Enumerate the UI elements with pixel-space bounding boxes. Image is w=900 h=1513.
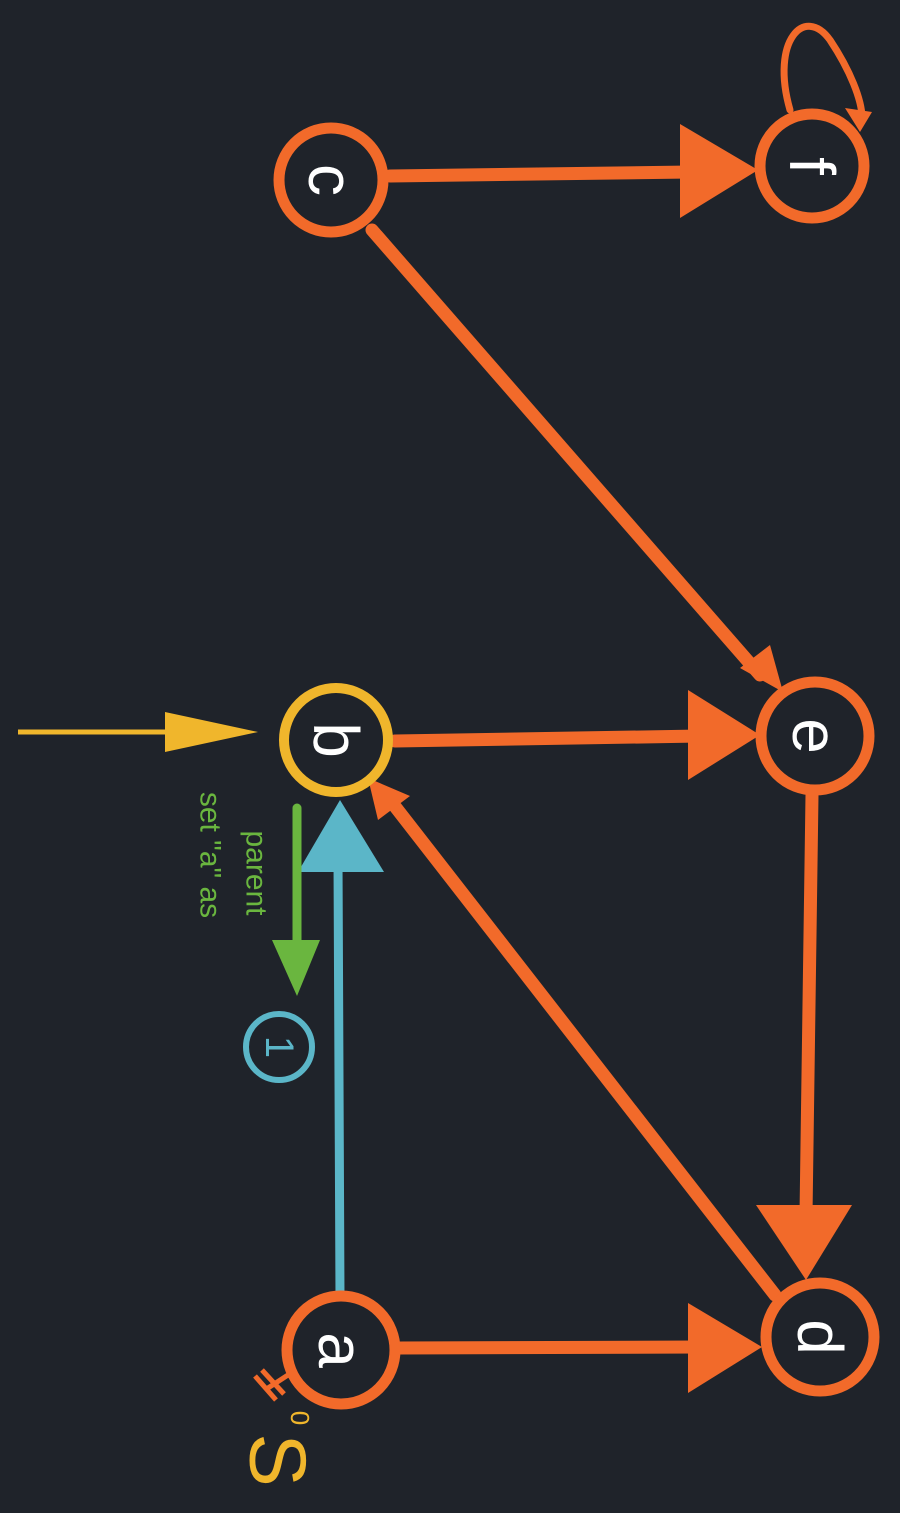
node-f-label: f [776, 157, 848, 175]
node-f[interactable]: f [754, 108, 870, 224]
node-a[interactable]: a [281, 1290, 401, 1410]
set-parent-note: set "a" as parent [194, 792, 273, 918]
edge-f-f-loop [780, 23, 872, 132]
start-state-marker: S 0 [234, 1368, 323, 1487]
edge-b-e [388, 690, 760, 780]
node-c[interactable]: c [273, 122, 389, 238]
node-c-label: c [295, 164, 367, 196]
edge-e-d [756, 788, 852, 1280]
set-parent-note-line2: parent [240, 830, 273, 916]
current-node-pointer [18, 712, 258, 752]
node-e[interactable]: e [755, 676, 875, 796]
edge-c-f [383, 124, 758, 218]
set-parent-note-line1: set "a" as [194, 792, 227, 918]
node-d-label: d [784, 1319, 856, 1355]
node-d[interactable]: d [760, 1277, 880, 1397]
step-badge-number: 1 [257, 1036, 301, 1058]
start-state-subscript: 0 [285, 1411, 315, 1425]
node-a-label: a [305, 1332, 377, 1368]
node-b-label: b [300, 722, 372, 758]
set-parent-arrow [272, 803, 320, 996]
edge-d-b [368, 778, 782, 1302]
node-e-label: e [779, 718, 851, 754]
traversal-edge-a-b [298, 800, 384, 1303]
step-badge: 1 [243, 1011, 315, 1083]
start-state-label: S [234, 1433, 323, 1486]
edge-c-e [365, 223, 783, 692]
edge-a-d [391, 1303, 762, 1393]
node-b[interactable]: b [279, 683, 393, 797]
